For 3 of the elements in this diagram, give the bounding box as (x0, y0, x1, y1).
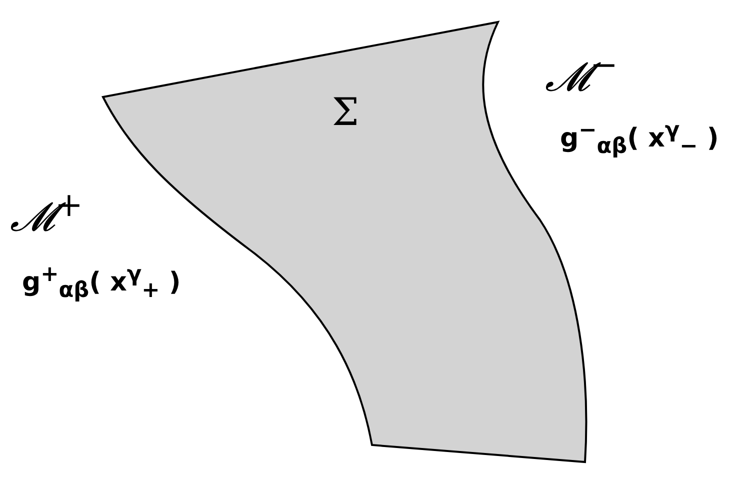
metric-label: g$^{−}$$_{αβ}$( x$^{γ}$$_{−}$ ) (560, 118, 719, 159)
metric-label: g$^{+}$$_{αβ}$( x$^{γ}$$_{+}$ ) (22, 262, 181, 303)
surface-label: Σ (332, 90, 359, 134)
